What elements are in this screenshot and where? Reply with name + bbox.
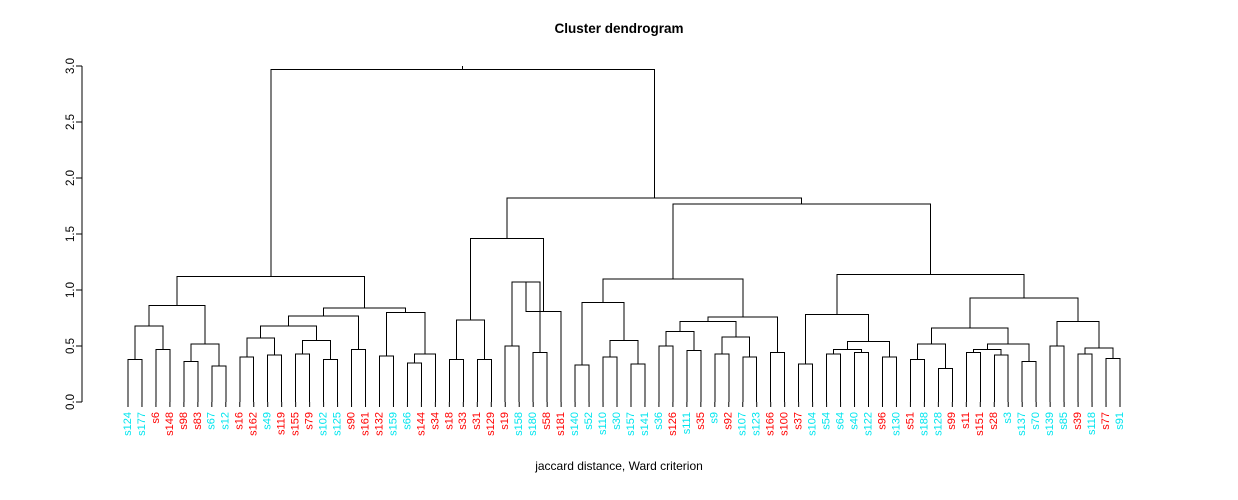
y-axis: 0.0 0.5 1.0 1.5 2.0 2.5 3.0: [65, 58, 83, 410]
leaf-label[interactable]: s11: [960, 412, 972, 429]
leaf-label[interactable]: s99: [946, 412, 958, 430]
leaf-label[interactable]: s107: [737, 412, 749, 436]
leaf-label[interactable]: s49: [262, 412, 274, 430]
leaf-label[interactable]: s92: [723, 412, 735, 430]
leaf-label[interactable]: s79: [304, 412, 316, 430]
leaf-label[interactable]: s35: [695, 412, 707, 430]
leaf-label[interactable]: s31: [471, 412, 483, 430]
leaf-label[interactable]: s141: [639, 412, 651, 436]
leaf-label[interactable]: s157: [625, 412, 637, 436]
leaf-label[interactable]: s28: [988, 412, 1000, 430]
leaf-label[interactable]: s162: [248, 412, 260, 436]
leaf-label[interactable]: s159: [387, 412, 399, 436]
leaf-label[interactable]: s40: [848, 412, 860, 430]
leaf-label[interactable]: s67: [206, 412, 218, 430]
leaf-label[interactable]: s6: [150, 412, 162, 424]
leaf-label[interactable]: s51: [904, 412, 916, 430]
leaf-label[interactable]: s181: [555, 412, 567, 436]
y-axis-tick-label: 3.0: [65, 58, 77, 74]
leaf-label[interactable]: s158: [513, 412, 525, 436]
leaf-label[interactable]: s33: [457, 412, 469, 430]
leaf-label[interactable]: s18: [443, 412, 455, 430]
leaf-label[interactable]: s155: [290, 412, 302, 436]
leaf-label[interactable]: s161: [359, 412, 371, 436]
leaf-label[interactable]: s12: [220, 412, 232, 430]
leaf-label[interactable]: s100: [779, 412, 791, 436]
leaf-label[interactable]: s102: [318, 412, 330, 436]
leaf-label[interactable]: s122: [862, 412, 874, 436]
leaf-label[interactable]: s125: [331, 412, 343, 436]
leaf-label[interactable]: s70: [1030, 412, 1042, 430]
leaf-label[interactable]: s36: [653, 412, 665, 430]
leaf-label[interactable]: s126: [667, 412, 679, 436]
leaf-label[interactable]: s144: [415, 412, 427, 436]
leaf-label[interactable]: s177: [136, 412, 148, 436]
leaf-label[interactable]: s166: [765, 412, 777, 436]
leaf-label[interactable]: s110: [597, 412, 609, 435]
leaf-label[interactable]: s104: [807, 412, 819, 436]
page-title: Cluster dendrogram: [554, 21, 683, 36]
leaf-tick-marks: [127, 402, 1121, 407]
leaf-label[interactable]: s85: [1058, 412, 1070, 430]
leaf-label[interactable]: s16: [234, 412, 246, 430]
leaf-label[interactable]: s91: [1114, 412, 1126, 430]
leaf-label[interactable]: s83: [192, 412, 204, 430]
y-axis-tick-label: 0.0: [65, 394, 77, 410]
leaf-label[interactable]: s137: [1016, 412, 1028, 436]
y-axis-tick-label: 1.5: [65, 226, 77, 242]
x-axis-label: jaccard distance, Ward criterion: [534, 459, 703, 473]
leaf-label[interactable]: s19: [499, 412, 511, 430]
leaf-label[interactable]: s124: [122, 412, 134, 436]
y-axis-tick-label: 2.5: [65, 114, 77, 130]
leaf-label[interactable]: s148: [164, 412, 176, 436]
leaf-label[interactable]: s130: [890, 412, 902, 436]
leaf-label[interactable]: s96: [876, 412, 888, 430]
leaf-label[interactable]: s34: [429, 412, 441, 430]
leaf-label[interactable]: s9: [709, 412, 721, 424]
leaf-label[interactable]: s90: [345, 412, 357, 430]
leaf-label[interactable]: s129: [485, 412, 497, 436]
leaf-label[interactable]: s128: [932, 412, 944, 436]
leaf-label[interactable]: s111: [681, 412, 693, 434]
leaf-label[interactable]: s123: [751, 412, 763, 436]
leaf-label[interactable]: s3: [1002, 412, 1014, 424]
leaf-label[interactable]: s66: [401, 412, 413, 430]
y-axis-tick-label: 1.0: [65, 282, 77, 298]
leaf-label[interactable]: s140: [569, 412, 581, 436]
leaf-label[interactable]: s151: [974, 412, 986, 436]
leaf-label[interactable]: s77: [1100, 412, 1112, 430]
leaf-label[interactable]: s118: [1086, 412, 1098, 435]
leaf-label[interactable]: s119: [276, 412, 288, 435]
leaf-label[interactable]: s188: [918, 412, 930, 436]
leaf-label[interactable]: s139: [1044, 412, 1056, 436]
y-axis-tick-label: 0.5: [65, 338, 77, 354]
leaf-label[interactable]: s39: [1072, 412, 1084, 430]
leaf-label[interactable]: s30: [611, 412, 623, 430]
leaf-label[interactable]: s58: [541, 412, 553, 430]
leaf-label[interactable]: s180: [527, 412, 539, 436]
leaf-label[interactable]: s52: [583, 412, 595, 430]
leaf-label[interactable]: s98: [178, 412, 190, 430]
leaf-label[interactable]: s37: [793, 412, 805, 430]
leaf-label[interactable]: s132: [373, 412, 385, 436]
dendrogram-links: [127, 66, 1121, 402]
y-axis-tick-label: 2.0: [65, 170, 77, 186]
leaf-label[interactable]: s64: [834, 412, 846, 430]
leaf-label[interactable]: s54: [820, 412, 832, 430]
